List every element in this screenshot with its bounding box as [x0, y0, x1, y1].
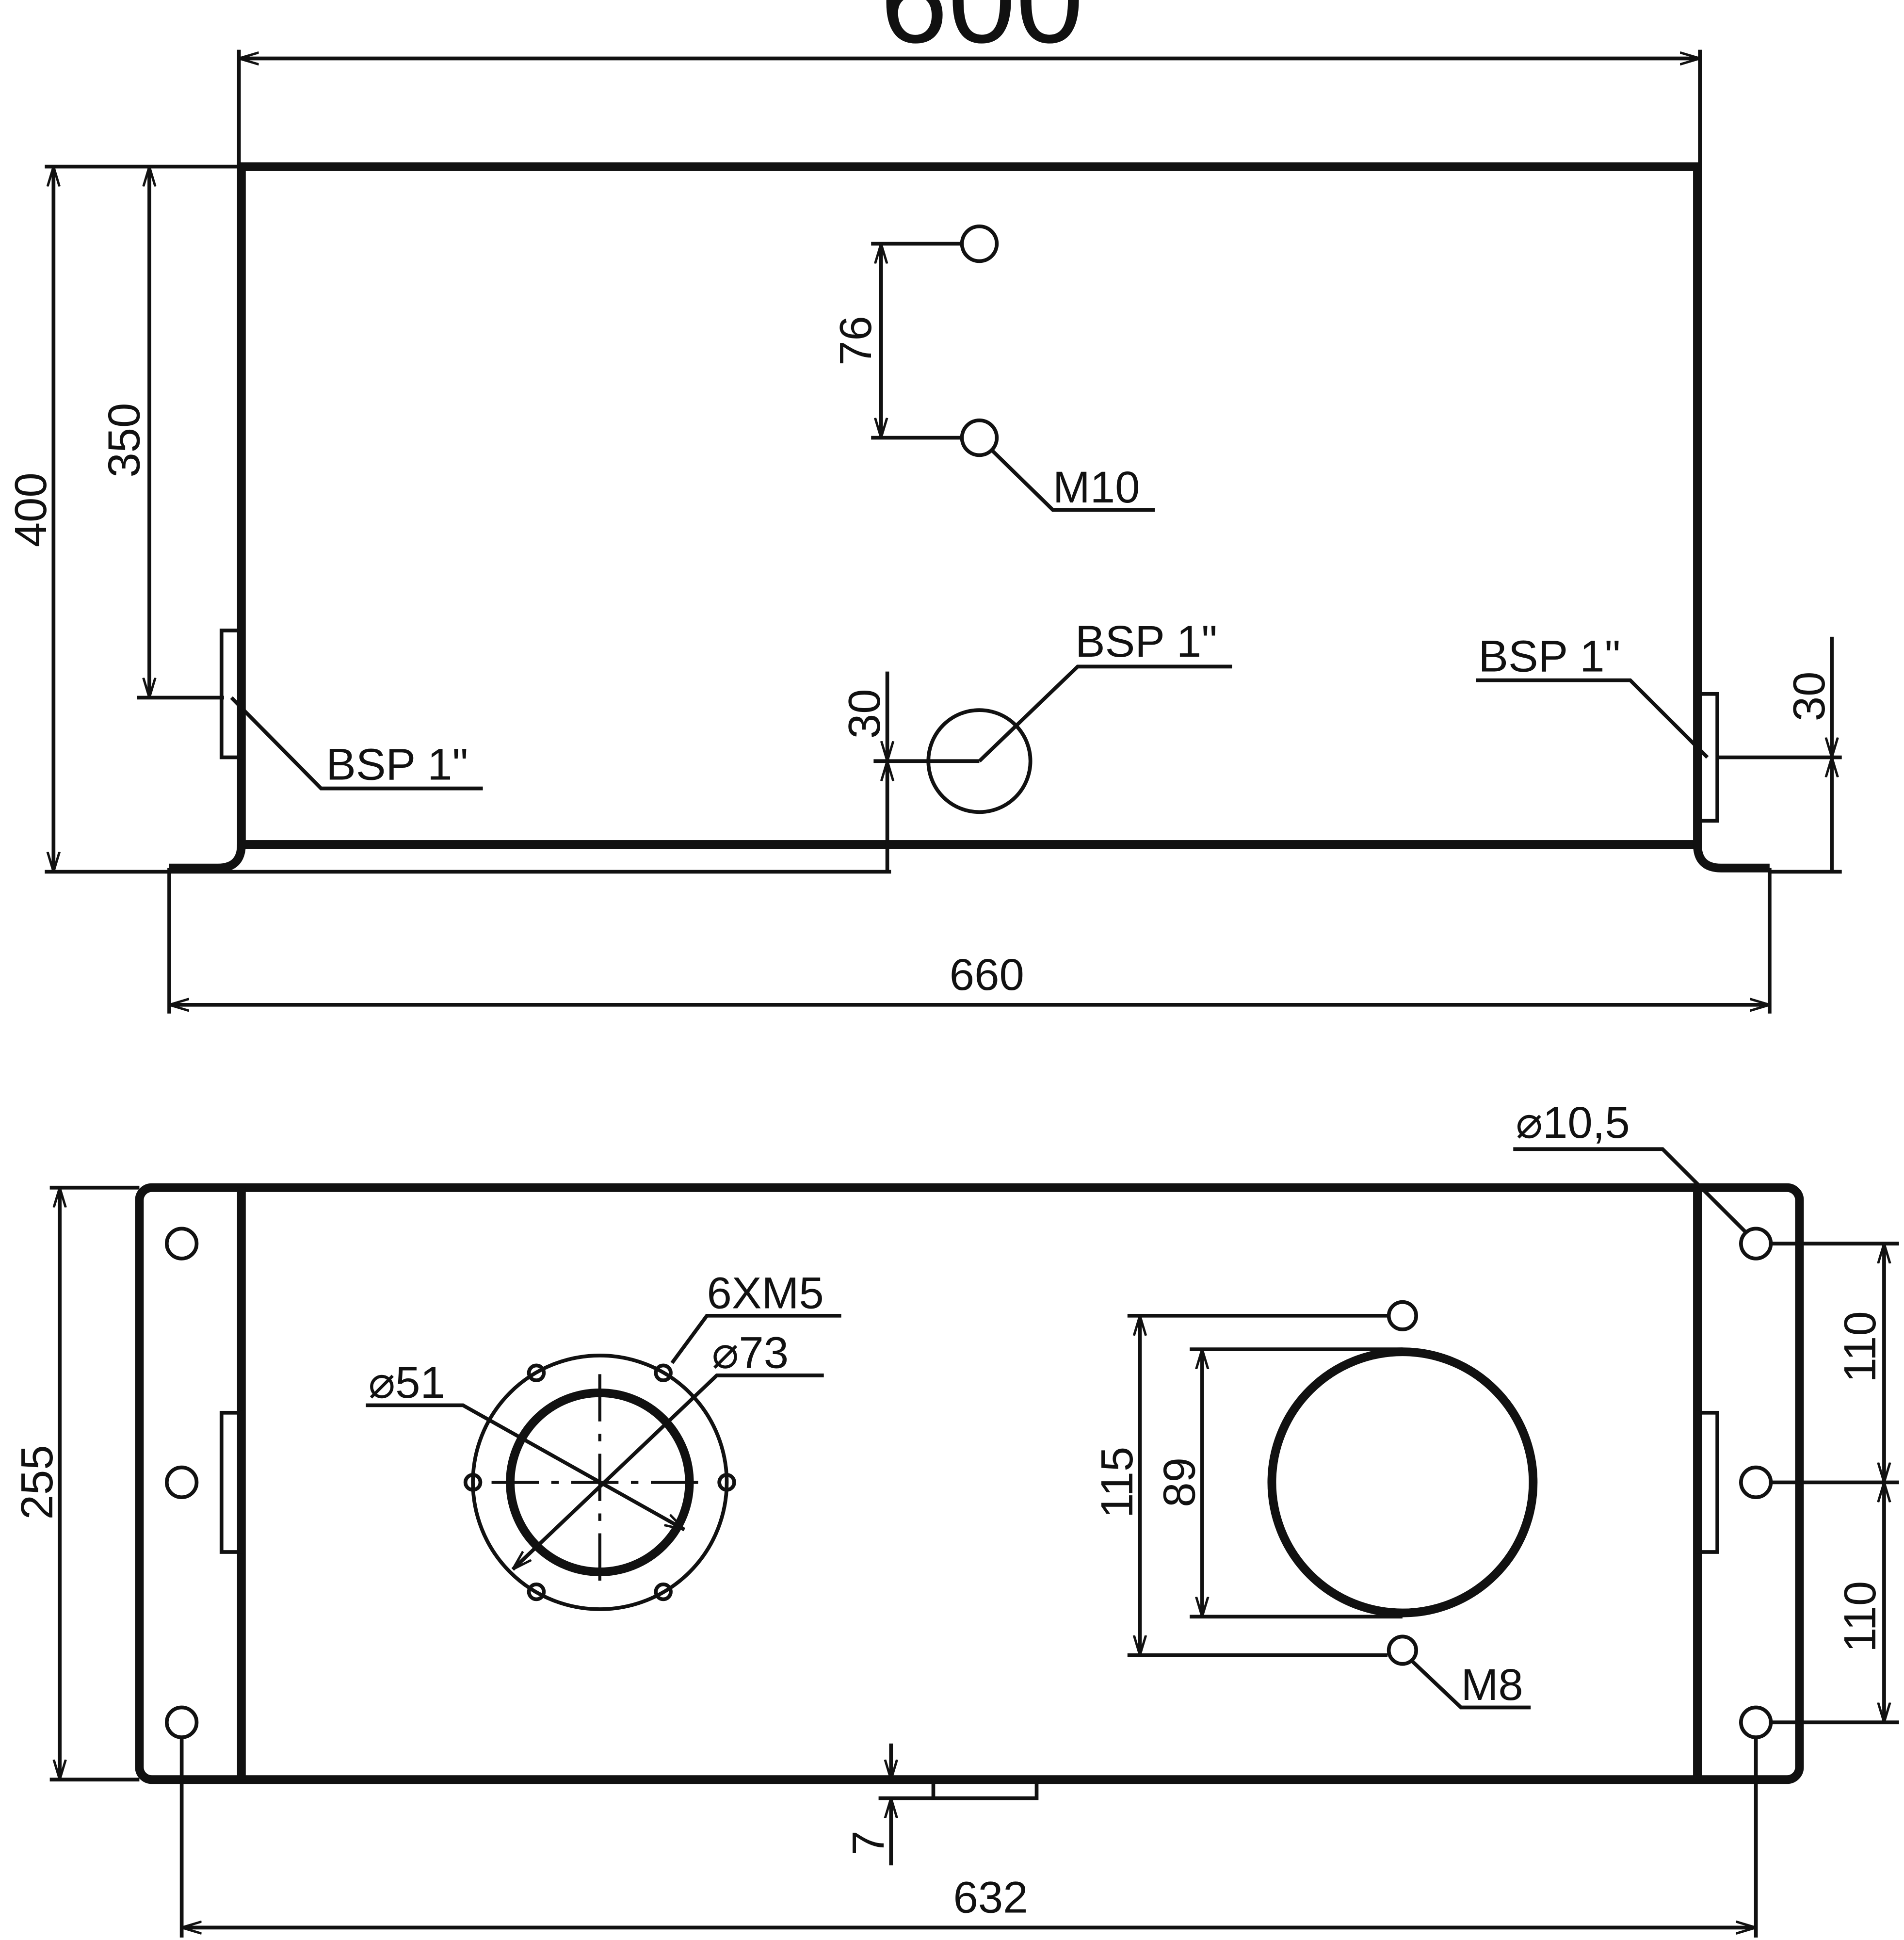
m8-stud-lower: [1387, 1634, 1418, 1666]
top-right-port-stub: [1695, 1410, 1719, 1554]
front-base-flange-left: [169, 844, 246, 873]
top-round-opening: [1267, 1347, 1538, 1617]
leader-bore: [366, 1403, 684, 1529]
dim-width-600: 600: [880, 0, 1084, 68]
front-view: 600 660 400 350 76 M10 BSP 1" 30 BS: [5, 0, 1842, 1014]
leader-mount-hole: [1513, 1147, 1749, 1235]
label-bore-51: ⌀51: [369, 1357, 445, 1407]
dim-height-400: 400: [5, 472, 56, 547]
leader-bolt-circle: [513, 1374, 824, 1569]
label-right-port: BSP 1": [1478, 631, 1620, 681]
leader-flange-screws: [670, 1313, 841, 1364]
front-base-flange-right: [1693, 844, 1770, 873]
mount-hole-right-mid: [1739, 1465, 1773, 1500]
dim-hole-spacing-110-upper: 110: [1835, 1311, 1885, 1382]
dim-hole-span-632: 632: [953, 1872, 1028, 1923]
dim-port-height-350: 350: [98, 403, 149, 478]
dim-depth-255: 255: [12, 1445, 62, 1520]
label-m10: M10: [1053, 462, 1140, 512]
leader-left-port: [230, 696, 483, 791]
mount-hole-left-mid: [164, 1465, 199, 1500]
front-stud-hole-upper: [960, 224, 999, 263]
leader-m10: [990, 449, 1155, 512]
label-left-port: BSP 1": [326, 739, 468, 790]
label-m8: M8: [1461, 1659, 1523, 1710]
m8-stud-upper: [1387, 1300, 1418, 1331]
front-stud-hole-lower: [960, 418, 999, 457]
mount-hole-left-top: [164, 1227, 199, 1261]
dim-stud-spacing-76: 76: [830, 316, 881, 366]
label-flange-screws-6xm5: 6XM5: [707, 1267, 823, 1318]
dim-right-port-offset-30: 30: [1784, 672, 1834, 722]
label-mount-hole-10-5: ⌀10,5: [1516, 1097, 1630, 1148]
left-port-stub: [219, 629, 243, 760]
top-port-protrusion: [931, 1778, 1039, 1800]
flange-bolt-circle: [471, 1354, 729, 1611]
dim-opening-89: 89: [1154, 1457, 1204, 1507]
dim-stud-spacing-115: 115: [1092, 1447, 1142, 1518]
top-base-outline: [135, 1183, 1804, 1784]
dim-base-width-660: 660: [950, 949, 1024, 1000]
top-left-port-stub: [219, 1410, 243, 1554]
dim-center-port-offset-30: 30: [839, 689, 889, 739]
flange-screw-holes: [463, 1363, 736, 1601]
front-body-outline: [237, 162, 1702, 849]
leader-center-port: [978, 664, 1232, 763]
dim-protrusion-7: 7: [843, 1830, 893, 1855]
label-center-port: BSP 1": [1075, 616, 1217, 666]
dim-hole-spacing-110-lower: 110: [1835, 1581, 1885, 1652]
leader-right-port: [1476, 678, 1709, 759]
mount-hole-right-bottom: [1739, 1705, 1773, 1739]
label-bolt-circle-73: ⌀73: [712, 1327, 789, 1378]
mount-hole-left-bottom: [164, 1705, 199, 1739]
top-view: ⌀51 ⌀73 6XM5 115 89 M8 ⌀10,5 255: [12, 1097, 1899, 1938]
leader-m8: [1411, 1660, 1531, 1710]
